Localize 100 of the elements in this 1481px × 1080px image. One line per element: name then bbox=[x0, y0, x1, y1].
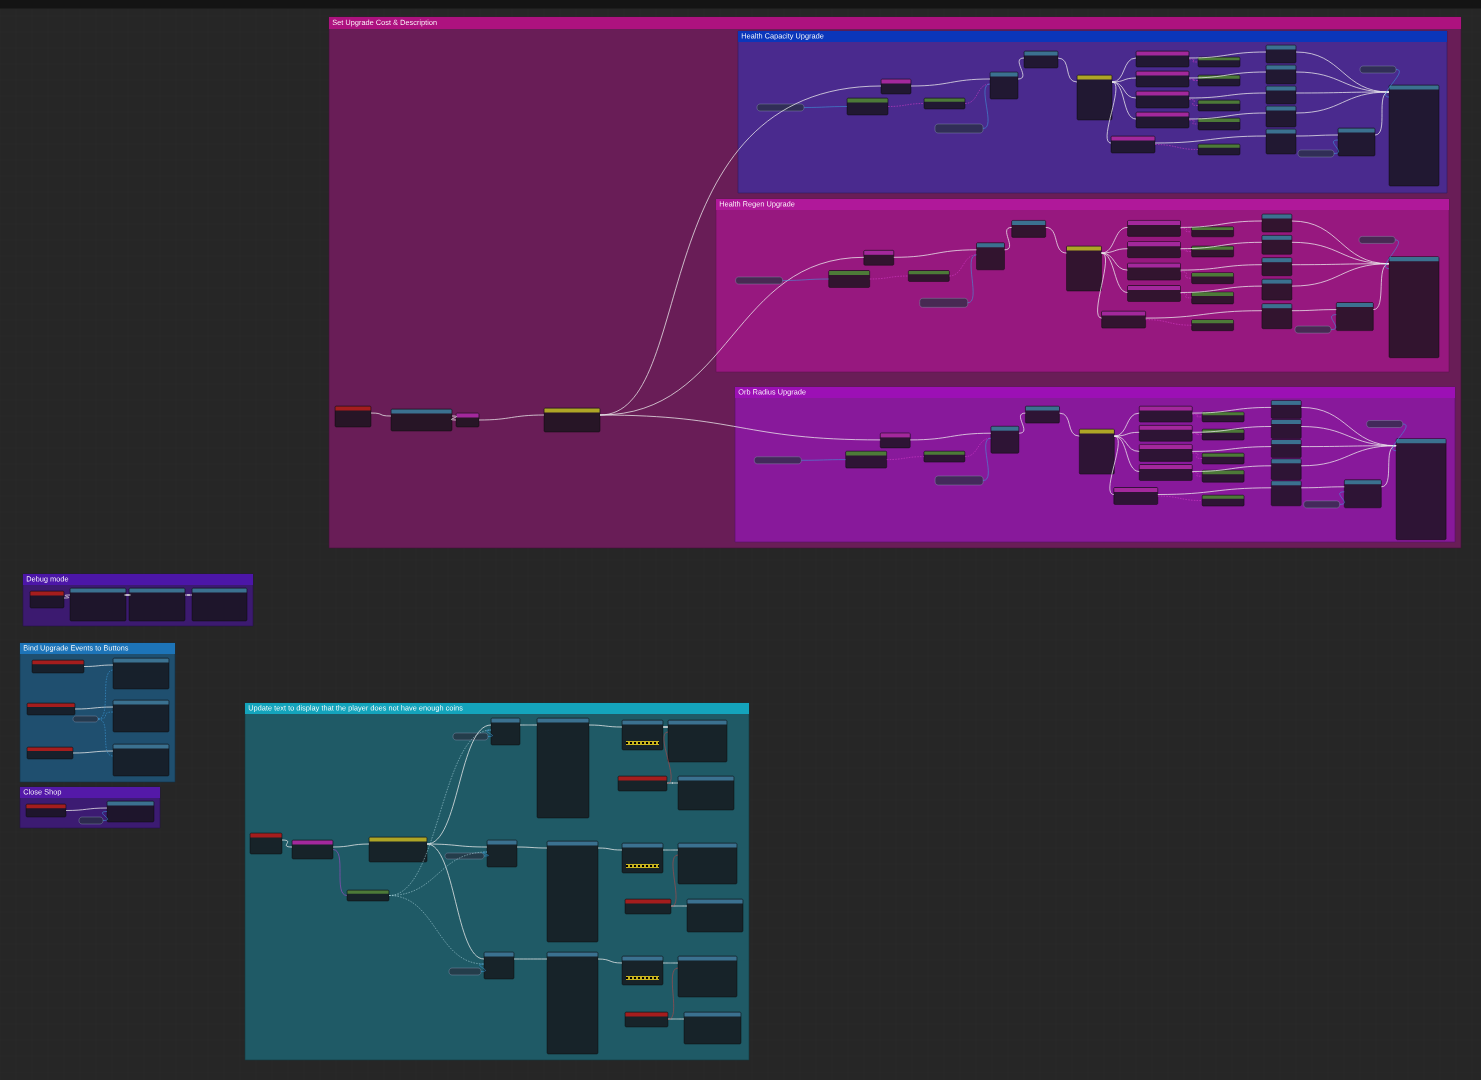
graph-node bbox=[1201, 428, 1245, 441]
wire bbox=[332, 849, 348, 896]
graph-node bbox=[880, 78, 912, 95]
graph-node bbox=[1201, 494, 1245, 507]
graph-node bbox=[249, 832, 283, 855]
wire bbox=[1385, 239, 1399, 269]
wire bbox=[513, 958, 548, 960]
graph-node bbox=[1271, 400, 1302, 419]
wire bbox=[1330, 314, 1337, 330]
wire bbox=[83, 664, 114, 667]
wire bbox=[482, 851, 489, 857]
wire bbox=[1191, 433, 1203, 435]
wire bbox=[1101, 248, 1128, 254]
graph-node bbox=[26, 746, 74, 760]
graph-node bbox=[1113, 487, 1159, 505]
graph-node bbox=[25, 803, 67, 818]
graph-node bbox=[686, 898, 744, 933]
pill-node bbox=[444, 852, 485, 860]
graph-node bbox=[624, 1011, 669, 1028]
graph-node bbox=[828, 270, 870, 288]
wire bbox=[1045, 227, 1067, 254]
wire bbox=[782, 278, 829, 281]
graph-node bbox=[846, 97, 889, 116]
pill-node bbox=[1294, 325, 1332, 334]
wire bbox=[893, 249, 977, 258]
wire bbox=[1154, 135, 1267, 144]
graph-node bbox=[1265, 105, 1297, 128]
wire bbox=[97, 718, 114, 757]
wire bbox=[588, 724, 623, 728]
wire bbox=[1333, 139, 1339, 154]
wire bbox=[1180, 228, 1192, 233]
wire bbox=[1180, 249, 1192, 252]
graph-node bbox=[1201, 411, 1245, 423]
graph-node bbox=[31, 659, 85, 674]
wire bbox=[370, 412, 392, 417]
wire bbox=[1180, 293, 1192, 299]
wire bbox=[1109, 435, 1119, 495]
graph-node bbox=[1191, 291, 1234, 305]
graph-node bbox=[1127, 220, 1181, 237]
graph-node bbox=[1265, 128, 1297, 155]
graph-node bbox=[677, 955, 738, 998]
graph-node bbox=[1265, 85, 1297, 105]
graph-node bbox=[1139, 405, 1193, 423]
wire bbox=[1017, 57, 1025, 80]
graph-node bbox=[1271, 480, 1302, 507]
graph-node bbox=[390, 408, 453, 432]
wire bbox=[662, 849, 679, 851]
graph-node bbox=[29, 590, 65, 609]
wire bbox=[1111, 77, 1137, 83]
graph-node bbox=[483, 951, 515, 980]
graph-node bbox=[1261, 257, 1293, 276]
wire bbox=[1188, 51, 1267, 59]
graph-node bbox=[543, 407, 601, 433]
graph-node bbox=[1191, 319, 1234, 331]
graph-node bbox=[1197, 56, 1241, 68]
wire bbox=[1188, 99, 1199, 106]
wire bbox=[1004, 227, 1013, 251]
graph-node bbox=[1271, 439, 1302, 458]
graph-node bbox=[1388, 84, 1440, 187]
graph-node bbox=[69, 587, 127, 622]
wire bbox=[1191, 465, 1272, 472]
wire bbox=[1191, 407, 1272, 414]
graph-node bbox=[112, 743, 170, 777]
pill-node bbox=[452, 732, 489, 741]
wire bbox=[1018, 412, 1026, 434]
graph-node bbox=[1336, 302, 1374, 331]
wire bbox=[1188, 71, 1267, 79]
wire bbox=[97, 711, 114, 720]
graph-node bbox=[667, 719, 728, 763]
pill-node bbox=[756, 103, 805, 112]
graph-node bbox=[1261, 213, 1293, 233]
graph-node bbox=[191, 587, 248, 622]
wire bbox=[1106, 81, 1117, 144]
wire bbox=[886, 456, 925, 460]
graph-node bbox=[1101, 310, 1146, 329]
graph-node bbox=[1139, 444, 1193, 462]
wire bbox=[982, 83, 991, 129]
graph-node bbox=[976, 242, 1005, 271]
wire bbox=[1374, 91, 1390, 136]
graph-node bbox=[1197, 143, 1241, 156]
graph-node bbox=[1395, 438, 1447, 540]
graph-node bbox=[1271, 458, 1302, 481]
graph-node bbox=[1191, 272, 1234, 284]
wire bbox=[1157, 495, 1203, 501]
graph-node bbox=[1079, 428, 1115, 475]
graph-node bbox=[1191, 226, 1234, 238]
graph-node bbox=[106, 800, 155, 823]
graph-node bbox=[1127, 262, 1181, 281]
wire bbox=[1392, 423, 1407, 451]
graph-node bbox=[1127, 285, 1181, 302]
wire bbox=[1180, 285, 1263, 293]
graph-node bbox=[291, 839, 334, 860]
wire bbox=[1113, 431, 1140, 437]
wire bbox=[1154, 144, 1199, 150]
graph-node bbox=[112, 699, 170, 733]
graph-node bbox=[1011, 220, 1046, 238]
wire bbox=[670, 854, 679, 907]
graph-node bbox=[880, 432, 911, 449]
wire bbox=[486, 729, 493, 737]
graph-node bbox=[1388, 256, 1440, 358]
